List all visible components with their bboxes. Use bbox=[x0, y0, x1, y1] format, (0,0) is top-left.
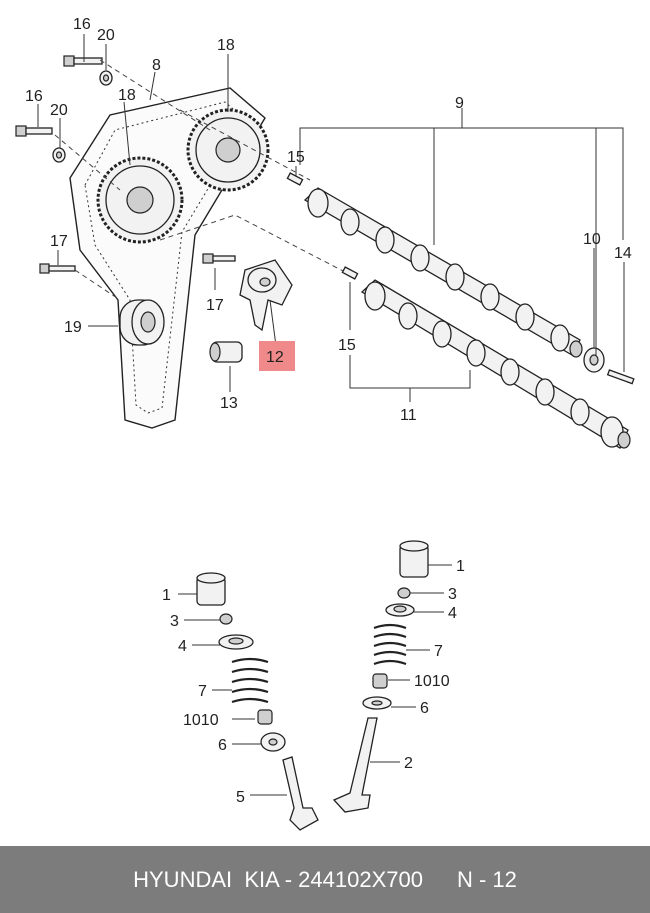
callout-16-lower: 16 bbox=[25, 88, 43, 105]
highlight-box-part-12 bbox=[259, 341, 295, 371]
valve-spring-left bbox=[231, 657, 269, 704]
belt-tensioner bbox=[239, 259, 293, 332]
callout-valve-1010-left: 1010 bbox=[183, 712, 219, 729]
callout-20-upper: 20 bbox=[97, 27, 115, 44]
callout-17-left: 17 bbox=[50, 233, 68, 250]
camshaft-sprocket-left bbox=[96, 156, 184, 244]
callout-17-right: 17 bbox=[206, 297, 224, 314]
callout-valve-7-right: 7 bbox=[434, 643, 443, 660]
valve-stem-seal-right bbox=[372, 673, 388, 689]
callout-13: 13 bbox=[220, 395, 238, 412]
callout-14: 14 bbox=[614, 245, 632, 262]
callout-valve-1-right: 1 bbox=[456, 558, 465, 575]
valve-cotter-left bbox=[219, 613, 233, 625]
spring-retainer-left bbox=[218, 634, 254, 650]
washer-upper bbox=[99, 70, 113, 86]
callout-8: 8 bbox=[152, 57, 161, 74]
idler-bolt-left bbox=[39, 263, 76, 274]
tensioner-spacer bbox=[209, 341, 243, 363]
callout-valve-3-right: 3 bbox=[448, 586, 457, 603]
callout-9: 9 bbox=[455, 95, 464, 112]
footer-part-number: HYUNDAI KIA - 244102X700 bbox=[133, 866, 423, 892]
valve-lifter-left bbox=[196, 572, 226, 606]
leader-lines bbox=[37, 34, 625, 796]
callout-valve-5: 5 bbox=[236, 789, 245, 806]
callout-10: 10 bbox=[583, 231, 601, 248]
idler-pulley bbox=[119, 299, 165, 346]
camshaft-pin-upper bbox=[286, 172, 304, 186]
callout-16-upper: 16 bbox=[73, 16, 91, 33]
camshaft-exhaust bbox=[303, 187, 583, 358]
spring-seat-left bbox=[260, 732, 286, 752]
exhaust-valve bbox=[282, 756, 319, 831]
callout-18-right: 18 bbox=[217, 37, 235, 54]
sprocket-bolt-upper bbox=[63, 55, 103, 67]
footer-page-number: N - 12 bbox=[456, 866, 517, 892]
intake-valve bbox=[332, 717, 378, 813]
washer-lower bbox=[52, 147, 66, 163]
callout-15-lower: 15 bbox=[338, 337, 356, 354]
callout-valve-4-left: 4 bbox=[178, 638, 187, 655]
spring-retainer-right bbox=[385, 603, 415, 617]
callout-valve-6-left: 6 bbox=[218, 737, 227, 754]
callout-valve-3-left: 3 bbox=[170, 613, 179, 630]
callout-valve-1010-right: 1010 bbox=[414, 673, 450, 690]
sprocket-bolt-lower bbox=[15, 125, 53, 137]
valve-stem-seal-left bbox=[257, 709, 273, 725]
callout-valve-7-left: 7 bbox=[198, 683, 207, 700]
callout-labels: 16 20 8 18 18 16 20 9 15 17 17 10 14 19 … bbox=[25, 16, 632, 806]
callout-valve-1-left: 1 bbox=[162, 587, 171, 604]
callout-18-left: 18 bbox=[118, 87, 136, 104]
camshaft-pin-lower bbox=[341, 266, 359, 280]
thrust-plate-bolt bbox=[606, 369, 635, 385]
footer-bar: HYUNDAI KIA - 244102X700 N - 12 bbox=[0, 846, 650, 913]
callout-valve-4-right: 4 bbox=[448, 605, 457, 622]
valve-spring-right bbox=[373, 623, 407, 666]
callout-valve-6-right: 6 bbox=[420, 700, 429, 717]
callout-15-upper: 15 bbox=[287, 149, 305, 166]
parts-diagram: 16 20 8 18 18 16 20 9 15 17 17 10 14 19 … bbox=[15, 16, 635, 831]
camshaft-sprocket-right bbox=[186, 108, 270, 192]
thrust-plate bbox=[583, 347, 605, 373]
spring-seat-right bbox=[362, 696, 392, 710]
tensioner-bolt bbox=[202, 253, 236, 264]
callout-20-lower: 20 bbox=[50, 102, 68, 119]
camshaft-intake bbox=[360, 279, 631, 449]
callout-12: 12 bbox=[266, 349, 284, 366]
valve-lifter-right bbox=[399, 540, 429, 578]
valve-cotter-right bbox=[397, 587, 411, 599]
callout-19: 19 bbox=[64, 319, 82, 336]
callout-11: 11 bbox=[400, 407, 417, 424]
callout-valve-2: 2 bbox=[404, 755, 413, 772]
